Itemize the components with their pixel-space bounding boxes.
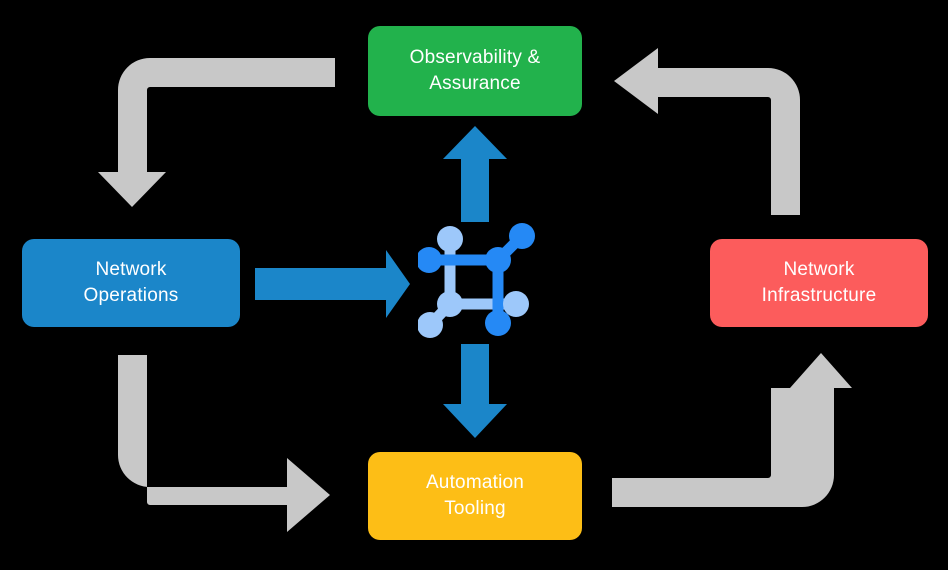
arrow-operations-to-center <box>255 250 410 318</box>
node-box-observability[interactable]: Observability & Assurance <box>368 26 582 116</box>
node-box-network-operations[interactable]: Network Operations <box>22 239 240 327</box>
arrow-automation-to-infrastructure <box>612 353 852 507</box>
node-box-automation-tooling[interactable]: Automation Tooling <box>368 452 582 540</box>
arrow-infrastructure-to-observability <box>614 48 800 215</box>
node-box-network-infrastructure[interactable]: Network Infrastructure <box>710 239 928 327</box>
network-topology-icon <box>418 223 535 338</box>
arrow-center-to-automation <box>443 344 507 438</box>
topology-nodes-secondary <box>418 226 529 338</box>
topology-nodes-primary <box>418 223 535 336</box>
arrow-observability-to-operations <box>98 58 335 207</box>
arrow-center-to-observability <box>443 126 507 222</box>
arrow-operations-to-automation <box>118 355 330 532</box>
